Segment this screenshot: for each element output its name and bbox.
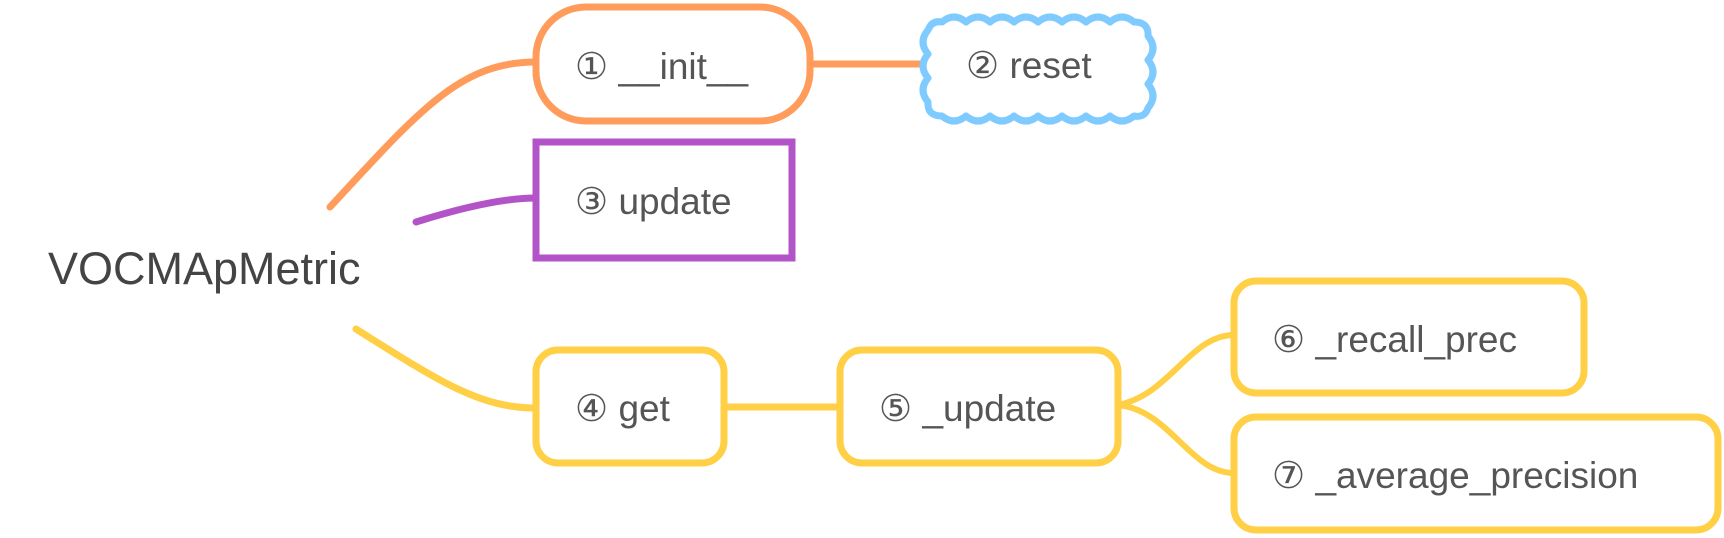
root-label: VOCMApMetric (48, 243, 361, 294)
node-_update: ⑤ _update (836, 346, 1122, 467)
node-_update-label: ⑤ _update (879, 388, 1056, 429)
connector-update-average (1115, 402, 1237, 476)
node-average-precision-border (1230, 413, 1722, 534)
node-reset-label: ② reset (966, 45, 1092, 86)
connectors (326, 58, 1237, 476)
node-update-border (532, 138, 796, 262)
connector-root-get (352, 325, 540, 412)
connector-update-recall (1115, 332, 1237, 408)
connector-root-init (326, 58, 540, 211)
node-average-precision-label: ⑦ _average_precision (1272, 455, 1638, 496)
node-recall-prec-border (1230, 277, 1588, 397)
node-average-precision: ⑦ _average_precision (1230, 413, 1722, 534)
node-update: ③ update (532, 138, 796, 262)
node-reset: ② reset (919, 13, 1157, 125)
node-get: ④ get (532, 346, 728, 467)
connector-root-update (412, 194, 540, 226)
node-init: ① __init__ (532, 3, 814, 125)
node-_update-border (836, 346, 1122, 467)
node-init-border (532, 3, 814, 125)
node-get-label: ④ get (575, 388, 671, 429)
node-init-label: ① __init__ (575, 46, 748, 87)
node-recall-prec-label: ⑥ _recall_prec (1272, 319, 1517, 360)
node-get-border (532, 346, 728, 467)
node-update-label: ③ update (575, 181, 732, 222)
node-recall-prec: ⑥ _recall_prec (1230, 277, 1588, 397)
node-reset-border (919, 13, 1157, 125)
